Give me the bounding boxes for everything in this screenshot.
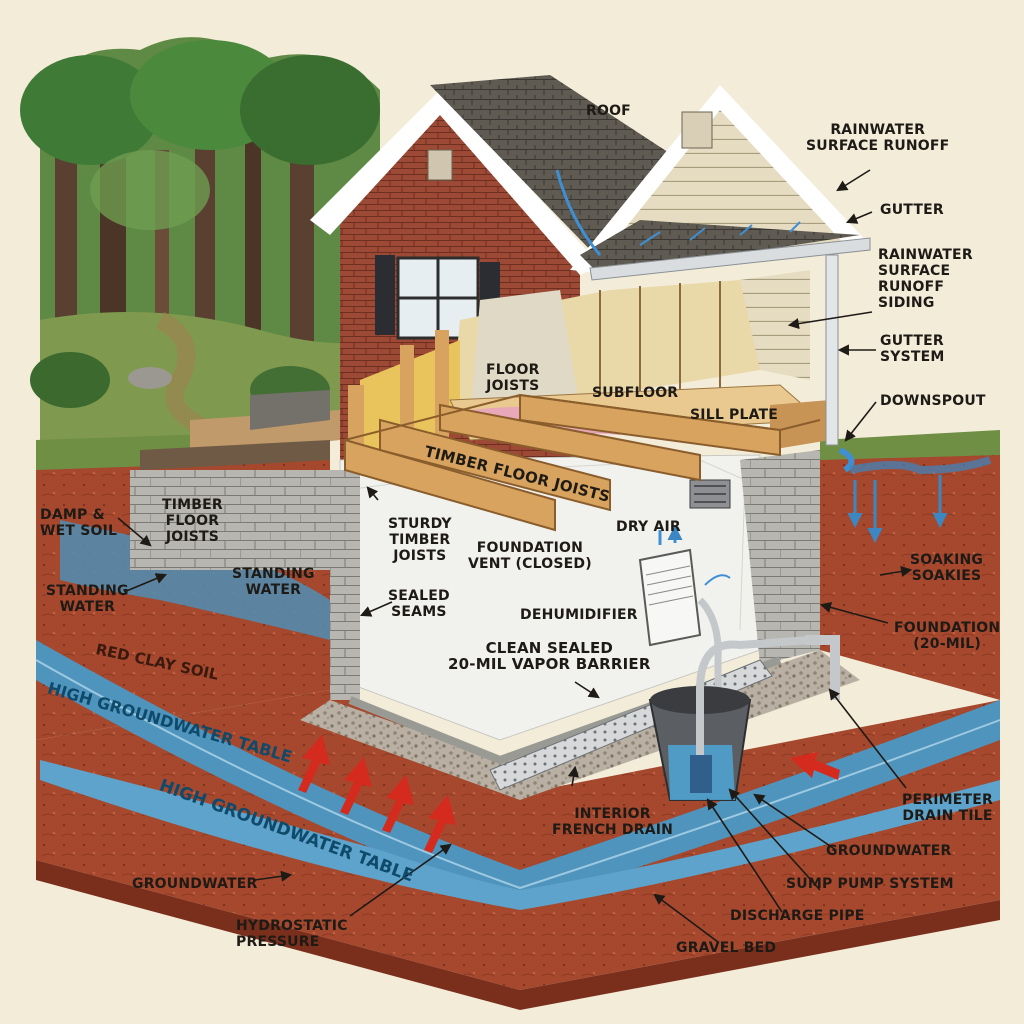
label-standing-water-left: STANDING WATER: [46, 583, 129, 615]
label-floor-joists: FLOOR JOISTS: [486, 362, 540, 394]
label-hydrostatic-pressure: HYDROSTATIC PRESSURE: [236, 918, 348, 950]
dehumidifier-unit: [638, 528, 731, 720]
label-sealed-seams: SEALED SEAMS: [388, 588, 450, 620]
leader-lines: [117, 169, 913, 943]
label-downspout: DOWNSPOUT: [880, 393, 986, 409]
sump-pump: [648, 447, 855, 801]
label-foundation-vent: FOUNDATION VENT (CLOSED): [468, 540, 592, 572]
label-discharge-pipe: DISCHARGE PIPE: [730, 908, 865, 924]
label-rainwater-runoff-siding: RAINWATER SURFACE RUNOFF SIDING: [878, 247, 973, 311]
label-rainwater-runoff-top: RAINWATER SURFACE RUNOFF: [806, 122, 950, 154]
label-dehumidifier: DEHUMIDIFIER: [520, 607, 638, 623]
label-perimeter-drain-tile: PERIMETER DRAIN TILE: [902, 792, 994, 824]
timber-beams: [344, 393, 821, 532]
house: [310, 75, 871, 465]
label-roof: ROOF: [586, 103, 631, 119]
label-timber-floor-joists-left: TIMBER FLOOR JOISTS: [162, 497, 223, 545]
label-gutter-system: GUTTER SYSTEM: [880, 333, 945, 365]
label-sturdy-timber-joists: STURDY TIMBER JOISTS: [388, 516, 452, 564]
label-clean-vapor-barrier: CLEAN SEALED 20-MIL VAPOR BARRIER: [448, 639, 651, 673]
water-infiltration: [847, 456, 992, 543]
label-sump-pump-system: SUMP PUMP SYSTEM: [786, 876, 954, 892]
damp-crawl-area: [60, 390, 340, 640]
label-dry-air: DRY AIR: [616, 519, 681, 535]
hydrostatic-arrows: [298, 735, 840, 853]
label-subfloor: SUBFLOOR: [592, 385, 679, 401]
label-groundwater-left: GROUNDWATER: [132, 876, 258, 892]
label-soaking-soakies: SOAKING SOAKIES: [910, 552, 984, 584]
label-gutter: GUTTER: [880, 202, 944, 218]
label-groundwater-right: GROUNDWATER: [826, 843, 952, 859]
label-foundation-20mil: FOUNDATION (20-MIL): [894, 620, 1001, 652]
label-sill-plate: SILL PLATE: [690, 407, 779, 423]
label-standing-water-center: STANDING WATER: [232, 566, 315, 598]
label-damp-wet-soil: DAMP & WET SOIL: [40, 507, 118, 539]
forest: [20, 37, 380, 441]
label-interior-french-drain: INTERIOR FRENCH DRAIN: [552, 806, 674, 838]
label-gravel-bed: GRAVEL BED: [676, 940, 777, 956]
